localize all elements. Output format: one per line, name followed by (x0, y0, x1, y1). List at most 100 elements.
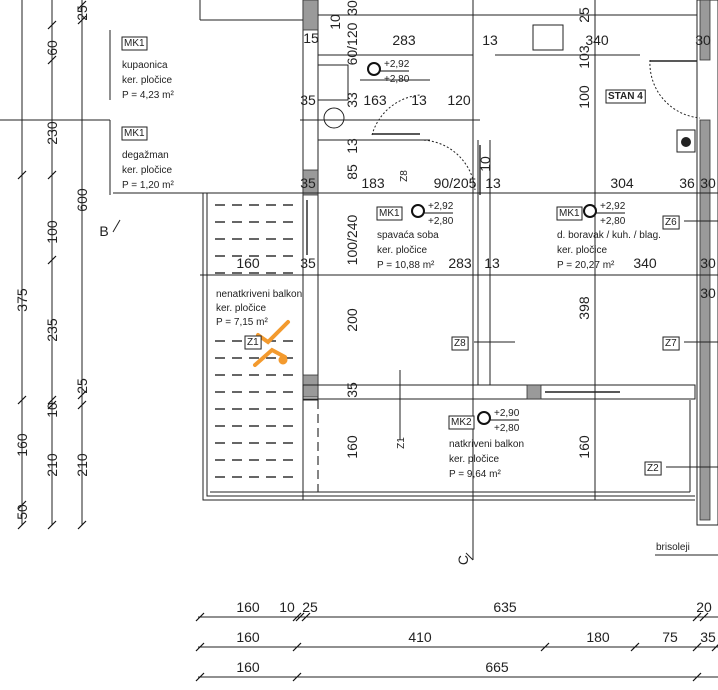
tag-z1b: Z1 (396, 437, 407, 449)
bottom-dim-row3-0: 160 (236, 659, 260, 675)
natkriveni-level-bottom: +2,80 (494, 423, 520, 434)
left-dim-middle-4: 10 (44, 402, 60, 418)
dimension-37: 160 (344, 435, 360, 459)
boravak-code-tag: MK1 (559, 208, 580, 219)
dimension-36: 35 (344, 382, 360, 398)
dimension-5: 60/120 (344, 22, 360, 65)
level-marker-icon (367, 62, 381, 76)
spavaca-name: spavaća soba (377, 230, 439, 241)
dimension-30: 13 (484, 255, 500, 271)
left-dim-outer-2: 50 (14, 504, 30, 520)
left-dim-inner-3: 210 (74, 453, 90, 477)
dimension-6: 30 (344, 0, 360, 16)
kupaonica-code-tag: MK1 (124, 38, 145, 49)
dimension-18: 183 (361, 175, 385, 191)
dimension-15: 100 (576, 85, 592, 109)
watermark-logo-icon (253, 320, 290, 367)
boravak-code-tag-box (556, 206, 583, 221)
bottom-dim-row1-4: 20 (696, 599, 712, 615)
left-dim-middle-1: 230 (44, 121, 60, 145)
dimension-22: 304 (610, 175, 634, 191)
spavaca-code-tag: MK1 (379, 208, 400, 219)
natkriveni-level-top: +2,90 (494, 408, 520, 419)
dimension-26: 100/240 (344, 214, 360, 265)
nenatkriveni-name: nenatkriveni balkon (216, 289, 302, 300)
dimension-8: 15 (303, 30, 319, 46)
kupaonica-area: P = 4,23 m² (122, 90, 174, 101)
dimension-38: 160 (576, 435, 592, 459)
natkriveni-finish: ker. pločice (449, 454, 499, 465)
degazman-code-tag-box (121, 126, 148, 141)
bottom-dim-row2-2: 180 (586, 629, 610, 645)
spavaca-code-tag-box (376, 206, 403, 221)
left-dim-inner-1: 600 (74, 188, 90, 212)
tag-z8a: Z8 (399, 170, 410, 182)
brisoleji-label: brisoleji (656, 542, 690, 553)
dimension-20: 13 (485, 175, 501, 191)
dimension-10: 33 (344, 92, 360, 108)
tag-z2: Z2 (647, 463, 659, 474)
left-dimension-lines (21, 0, 83, 525)
dimension-24: 30 (700, 175, 716, 191)
section-marker-b: B (99, 223, 108, 239)
left-dim-outer-1: 160 (14, 433, 30, 457)
tag-z8b: Z8 (454, 338, 466, 349)
tag-z6-box (662, 215, 680, 230)
bottom-dim-row2-0: 160 (236, 629, 260, 645)
degazman-code-tag: MK1 (124, 128, 145, 139)
tag-z1a: Z1 (247, 337, 259, 348)
dimension-32: 30 (700, 255, 716, 271)
dimension-27: 160 (236, 255, 260, 271)
boravak-finish: ker. pločice (557, 245, 607, 256)
spavaca-finish: ker. pločice (377, 245, 427, 256)
dimension-17: 85 (344, 164, 360, 180)
level-marker-icon (411, 204, 425, 218)
bottom-dim-row2-4: 35 (700, 629, 716, 645)
dimension-ticks (17, 0, 718, 682)
dimension-29: 283 (448, 255, 472, 271)
bottom-dim-row2-3: 75 (662, 629, 678, 645)
dimension-9: 35 (300, 92, 316, 108)
dimension-7: 10 (327, 14, 343, 30)
dimension-3: 30 (695, 32, 711, 48)
spavaca-level-bottom: +2,80 (428, 216, 454, 227)
natkriveni-code-tag-box (448, 415, 475, 430)
kupaonica-finish: ker. pločice (122, 75, 172, 86)
bottom-dim-row1-0: 160 (236, 599, 260, 615)
dimension-21: 10 (477, 156, 493, 172)
dimension-2: 340 (585, 32, 609, 48)
boravak-area: P = 20,27 m² (557, 260, 615, 271)
bottom-dim-row1-3: 635 (493, 599, 517, 615)
dimension-31: 340 (633, 255, 657, 271)
kupaonica-name: kupaonica (122, 60, 168, 71)
kupaonica-code-tag-box (121, 36, 148, 51)
dimension-25: 35 (300, 175, 316, 191)
left-dim-middle-2: 100 (44, 220, 60, 244)
level-marker-icon (583, 204, 597, 218)
dimension-19: 90/205 (434, 175, 477, 191)
dimension-16: 13 (344, 138, 360, 154)
boravak-level-top: +2,92 (600, 201, 626, 212)
dimension-13: 120 (447, 92, 471, 108)
covered-balcony (203, 400, 695, 501)
nenatkriveni-area: P = 7,15 m² (216, 317, 268, 328)
boravak-level-bottom: +2,80 (600, 216, 626, 227)
level-marker-icon (477, 411, 491, 425)
nenatkriveni-finish: ker. pločice (216, 303, 266, 314)
spavaca-area: P = 10,88 m² (377, 260, 435, 271)
spavaca-level-top: +2,92 (428, 201, 454, 212)
left-dim-middle-3: 235 (44, 318, 60, 342)
dimension-0: 283 (392, 32, 416, 48)
left-dim-outer-0: 375 (14, 288, 30, 312)
dimension-1: 13 (482, 32, 498, 48)
boravak-name: d. boravak / kuh. / blag. (557, 230, 661, 241)
tag-z8b-box (451, 336, 469, 351)
walls (0, 0, 718, 561)
dimension-12: 13 (411, 92, 427, 108)
natkriveni-area: P = 9,64 m² (449, 469, 501, 480)
bottom-dim-row1-1: 10 (279, 599, 295, 615)
left-dim-middle-0: 60 (44, 40, 60, 56)
bottom-dim-row1-2: 25 (302, 599, 318, 615)
